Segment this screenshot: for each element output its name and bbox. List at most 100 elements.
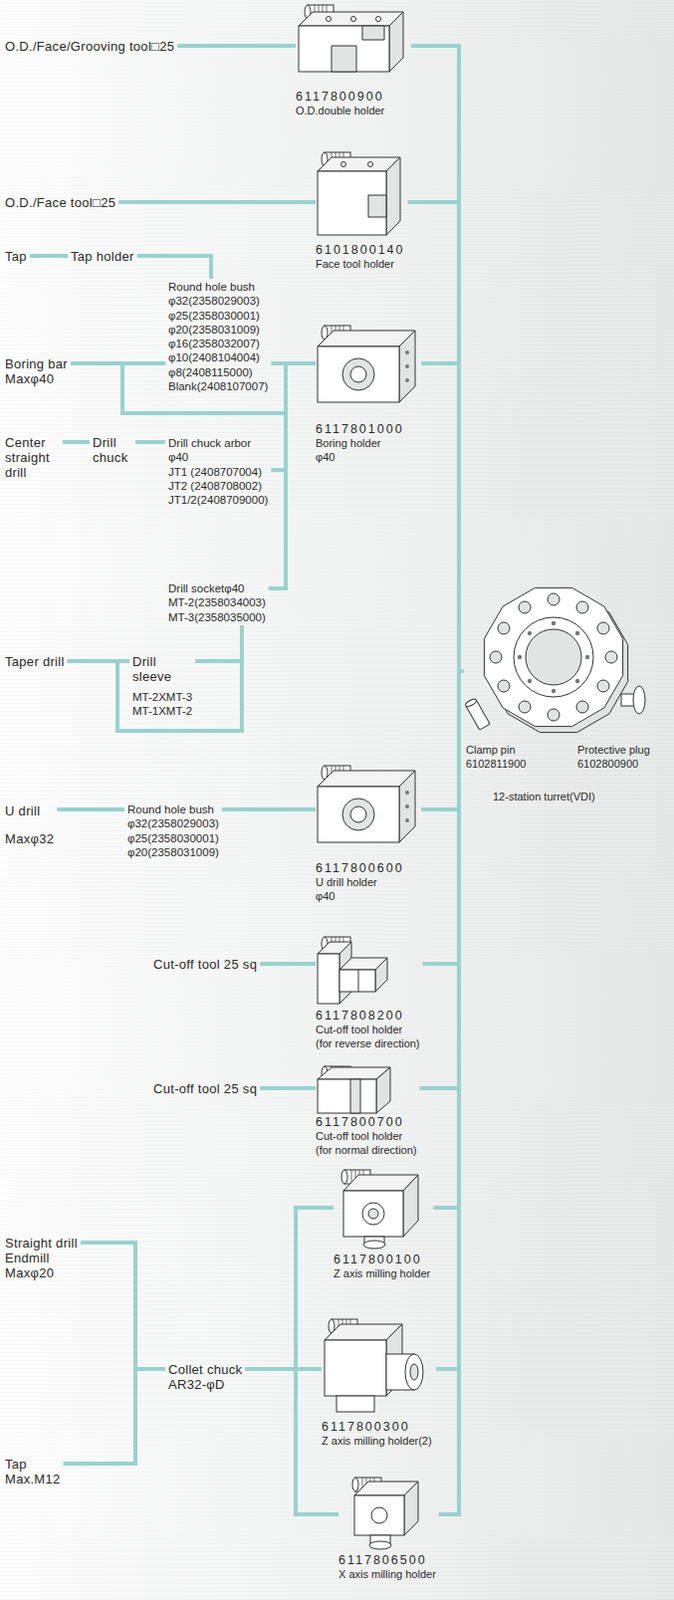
spec-item: Round hole bush bbox=[127, 802, 220, 817]
tool-label: O.D./Face tool□25 bbox=[4, 195, 116, 211]
drawing-part bbox=[597, 679, 610, 692]
drawing-part bbox=[324, 1340, 387, 1396]
drawing-part bbox=[331, 45, 357, 72]
tool-label: Maxφ40 bbox=[4, 371, 68, 387]
tool-label: Tap bbox=[4, 248, 27, 264]
spec-item: Drill socketφ40 bbox=[168, 581, 266, 596]
spec-item: φ20(2358031009) bbox=[127, 845, 220, 860]
part-number: 6117806500 bbox=[338, 1553, 437, 1568]
tool-node: O.D./Face tool□25 bbox=[1, 194, 119, 212]
tool-label: AR32-φD bbox=[168, 1376, 242, 1392]
tool-label: Tap bbox=[4, 1456, 61, 1472]
connector-line bbox=[259, 1086, 316, 1091]
spec-item: φ16(2358032007) bbox=[168, 336, 268, 351]
protective-plug-drawing bbox=[621, 685, 646, 714]
z-milling-2-drawing bbox=[324, 1319, 424, 1412]
holder-name: Cut-off tool holder bbox=[315, 1022, 421, 1037]
illustration-space bbox=[315, 759, 419, 862]
connector-line bbox=[118, 200, 316, 205]
connector-line bbox=[135, 440, 166, 445]
tool-label: Cut-off tool 25 sq bbox=[153, 956, 257, 972]
tool-label: Taper drill bbox=[4, 654, 65, 670]
drawing-part bbox=[576, 601, 589, 614]
spec-item: MT-3(2358035000) bbox=[168, 610, 266, 625]
callout-label: 6102811900 bbox=[465, 756, 526, 771]
callout-label: Clamp pin bbox=[465, 742, 516, 757]
illustration-space bbox=[315, 320, 419, 423]
holder-node: 6117800100Z axis milling holder bbox=[333, 1166, 434, 1281]
illustration-space bbox=[333, 1166, 424, 1253]
connector-line bbox=[67, 625, 242, 731]
spec-item: φ10(2408104004) bbox=[168, 350, 268, 365]
callout-label: Protective plug bbox=[577, 742, 651, 757]
drawing-part bbox=[368, 1208, 379, 1219]
illustration-space bbox=[338, 1473, 424, 1554]
holder-name: Boring holder φ40 bbox=[315, 436, 391, 464]
drawing-part bbox=[368, 195, 387, 218]
connector-line bbox=[70, 363, 316, 414]
drawing-part bbox=[376, 1067, 391, 1114]
tool-label: Tap holder bbox=[70, 248, 135, 264]
drawing-part bbox=[354, 1495, 405, 1536]
drawing-part bbox=[410, 1363, 419, 1380]
spec-item: Drill chuck arbor φ40 bbox=[168, 436, 268, 465]
spec-item: MT-2(2358034003) bbox=[168, 595, 266, 610]
tool-node: U drillMaxφ32 bbox=[1, 802, 57, 848]
drawing-part bbox=[371, 1507, 388, 1524]
drawing-part bbox=[341, 162, 347, 168]
od-double-holder-drawing bbox=[298, 4, 404, 72]
tool-label: Drill sleeve bbox=[132, 654, 178, 684]
drawing-part bbox=[551, 688, 556, 693]
tool-label: Max.M12 bbox=[4, 1471, 61, 1487]
spec-item: Blank(2408107007) bbox=[168, 379, 268, 394]
holder-node: 6117800600U drill holder φ40 bbox=[315, 759, 422, 903]
tool-node: Round hole bushφ32(2358029003)φ25(235803… bbox=[165, 278, 271, 395]
drawing-part bbox=[585, 655, 590, 660]
illustration-space bbox=[315, 1063, 394, 1116]
drawing-part bbox=[317, 325, 416, 403]
tool-node: TapMax.M12 bbox=[1, 1455, 64, 1488]
drawing-part bbox=[464, 697, 478, 708]
tool-node: Cut-off tool 25 sq bbox=[150, 955, 260, 973]
holder-name: O.D.double holder bbox=[295, 103, 409, 118]
holder-node: 6117808200Cut-off tool holder(for revers… bbox=[315, 932, 424, 1051]
holder-name: Z axis milling holder(2) bbox=[321, 1433, 434, 1448]
drawing-part bbox=[597, 622, 610, 635]
drawing-part bbox=[362, 1202, 385, 1225]
drawing-part bbox=[336, 1395, 375, 1412]
tool-node: Drill chuck bbox=[89, 434, 136, 466]
tool-node: Center straight drill bbox=[1, 434, 63, 481]
drawing-part bbox=[489, 651, 502, 664]
drawing-part bbox=[363, 1240, 386, 1249]
tool-label: Maxφ32 bbox=[4, 831, 54, 847]
part-number: 6117800300 bbox=[321, 1419, 434, 1434]
connector-line bbox=[137, 255, 212, 279]
tool-node: Round hole bushφ32(2358029003)φ25(235803… bbox=[124, 801, 223, 861]
drawing-part bbox=[362, 25, 385, 40]
connector-line bbox=[195, 625, 242, 662]
drawing-part bbox=[298, 11, 404, 26]
drawing-part bbox=[517, 655, 522, 660]
part-number: 6117800600 bbox=[315, 861, 419, 876]
spec-item: φ25(2358030001) bbox=[127, 831, 220, 846]
drawing-part bbox=[525, 629, 582, 685]
drawing-part bbox=[513, 617, 594, 697]
boring-holder-drawing bbox=[317, 325, 416, 403]
drawing-part bbox=[298, 25, 390, 72]
connector-line bbox=[411, 45, 464, 672]
drawing-part bbox=[551, 621, 556, 626]
u-drill-holder-drawing bbox=[317, 765, 416, 843]
drawing-part bbox=[376, 16, 382, 22]
connector-line bbox=[63, 1368, 166, 1464]
illustration-space bbox=[315, 932, 389, 1009]
drawing-part bbox=[389, 11, 404, 72]
spec-item: φ8(2408115000) bbox=[168, 365, 268, 380]
drawing-part bbox=[497, 622, 510, 635]
tool-label: Maxφ20 bbox=[4, 1265, 78, 1281]
holder-name: Cut-off tool holder bbox=[315, 1128, 417, 1143]
drawing-part bbox=[351, 16, 357, 22]
drawing-part bbox=[575, 678, 580, 683]
drawing-part bbox=[369, 1541, 392, 1550]
illustration-space bbox=[315, 147, 404, 243]
cutoff-normal-drawing bbox=[317, 1066, 391, 1114]
